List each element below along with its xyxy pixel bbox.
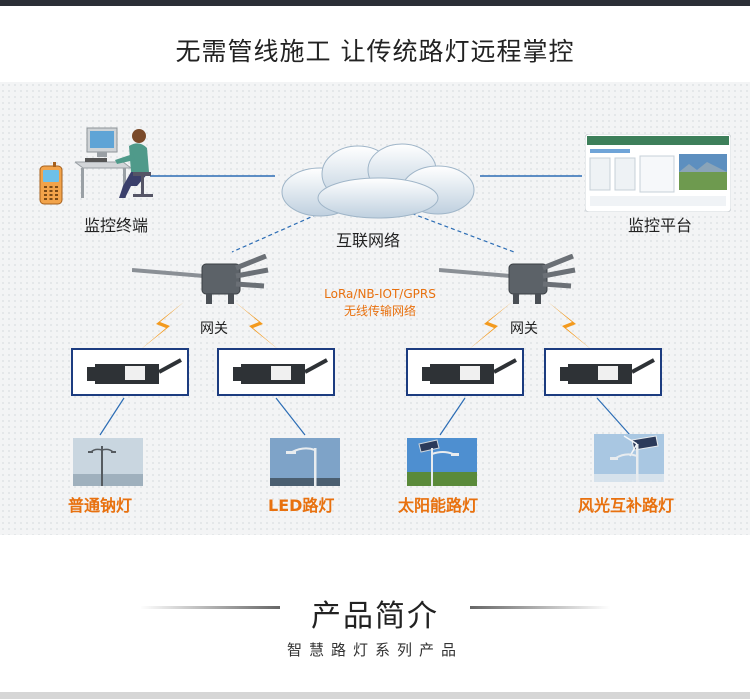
gateway-right-label: 网关 [510, 321, 538, 337]
cloud-icon [281, 143, 475, 219]
mobile-phone-icon [39, 162, 63, 205]
section-subtitle: 智慧路灯系列产品 [286, 641, 463, 659]
lamp-label-solar: 太阳能路灯 [398, 496, 479, 515]
monitor-terminal-label: 监控终端 [84, 216, 149, 235]
section-title: 产品简介 [311, 599, 439, 634]
header: 无需管线施工 让传统路灯远程掌控 [0, 6, 750, 82]
solar-lamp-photo [407, 438, 477, 486]
lamp-label-sodium: 普通钠灯 [68, 496, 133, 515]
gateway-device-right [439, 254, 576, 304]
sodium-lamp-photo [73, 438, 143, 486]
wireless-protocols-label: LoRa/NB-IOT/GPRS [324, 287, 436, 301]
lamp-label-led: LED路灯 [268, 496, 335, 515]
wireless-network-label: 无线传输网络 [343, 304, 416, 318]
lightning-bolt-icon [235, 302, 279, 350]
operator-computer-icon [75, 127, 153, 198]
internet-label: 互联网络 [336, 231, 401, 250]
monitor-platform-label: 监控平台 [628, 216, 693, 235]
monitoring-platform-screen [585, 134, 731, 212]
lightning-bolt-icon [548, 302, 592, 350]
lamp-controller-node [71, 348, 189, 396]
lamp-controller-node [406, 348, 524, 396]
lamp-controller-node [544, 348, 662, 396]
lightning-bolt-icon [468, 302, 512, 350]
top-bar [0, 0, 750, 6]
network-diagram: 监控终端 互联网络 监控平台 [0, 82, 750, 535]
lamp-controller-node [217, 348, 335, 396]
gateway-left-label: 网关 [200, 321, 228, 337]
wind-solar-lamp-photo [594, 434, 664, 482]
product-intro-section: 产品简介 智慧路灯系列产品 [0, 535, 750, 699]
gateway-device-left [132, 254, 269, 304]
divider-right [470, 606, 610, 609]
bottom-bar [0, 692, 750, 699]
page-title: 无需管线施工 让传统路灯远程掌控 [175, 37, 575, 66]
lightning-bolt-icon [140, 302, 184, 350]
lamp-label-wind-solar: 风光互补路灯 [578, 496, 675, 515]
led-lamp-photo [270, 438, 340, 486]
divider-left [140, 606, 280, 609]
